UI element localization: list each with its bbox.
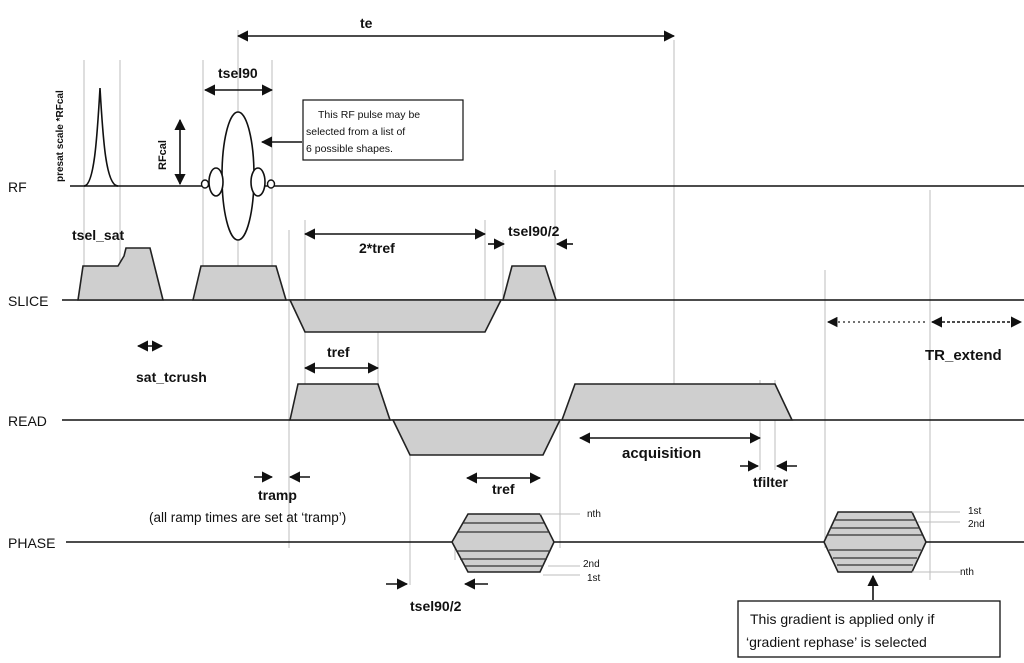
rf-note-line-1: This RF pulse may be <box>318 109 420 121</box>
acquisition-label: acquisition <box>622 445 701 462</box>
presat-rf-pulse <box>83 87 119 187</box>
slice-select-gradient <box>191 265 288 301</box>
rfcal-label: RFcal <box>157 140 169 170</box>
phase-left-2nd: 2nd <box>583 559 600 570</box>
tsel-sat-label: tsel_sat <box>72 227 124 243</box>
phase-left-nth: nth <box>587 509 601 520</box>
phase-right-1st: 1st <box>968 506 982 517</box>
slice-axis-label: SLICE <box>8 293 48 309</box>
readout-gradient <box>560 383 794 421</box>
tref-phase-label: tref <box>492 481 515 497</box>
phase-right-2nd: 2nd <box>968 519 985 530</box>
tref-read-label: tref <box>327 344 350 360</box>
tfilter-label: tfilter <box>753 474 789 490</box>
te-label: te <box>360 15 373 31</box>
tr-extend-label: TR_extend <box>925 347 1002 364</box>
phase-right-nth: nth <box>960 567 974 578</box>
read-dephase-gradient <box>391 419 562 456</box>
phase-axis-label: PHASE <box>8 535 55 551</box>
tsel90-half-top-label: tsel90/2 <box>508 223 560 239</box>
tramp-label: tramp <box>258 487 297 503</box>
phase-left-1st: 1st <box>587 573 601 584</box>
rf-note-line-3: 6 possible shapes. <box>306 143 393 155</box>
slice-rephase-gradient <box>501 265 558 301</box>
presat-scale-label: presat scale *RFcal <box>55 90 66 182</box>
selective-rf-pulse <box>200 111 276 241</box>
sat-tcrush-label: sat_tcrush <box>136 369 207 385</box>
rf-note-line-2: selected from a list of <box>306 126 405 138</box>
tsel90-half-bottom-label: tsel90/2 <box>410 598 462 614</box>
rf-pulse-note: This RF pulse may be selected from a lis… <box>260 99 464 161</box>
tramp-note: (all ramp times are set at ‘tramp’) <box>149 510 346 525</box>
phase-rewind-table-right <box>823 511 927 573</box>
gradient-note-line-1: This gradient is applied only if <box>750 611 935 627</box>
timing-guides <box>83 30 931 585</box>
two-tref-label: 2*tref <box>359 240 395 256</box>
read-prephase-gradient <box>289 383 392 421</box>
tsel90-label: tsel90 <box>218 65 258 81</box>
slice-refocus-gradient <box>288 299 503 333</box>
sat-gradient <box>77 247 165 301</box>
phase-encode-table-left <box>451 513 555 573</box>
rf-axis-label: RF <box>8 179 27 195</box>
read-axis-label: READ <box>8 413 47 429</box>
gradient-rephase-note: This gradient is applied only if ‘gradie… <box>737 574 1001 658</box>
gradient-note-line-2: ‘gradient rephase’ is selected <box>746 634 927 650</box>
